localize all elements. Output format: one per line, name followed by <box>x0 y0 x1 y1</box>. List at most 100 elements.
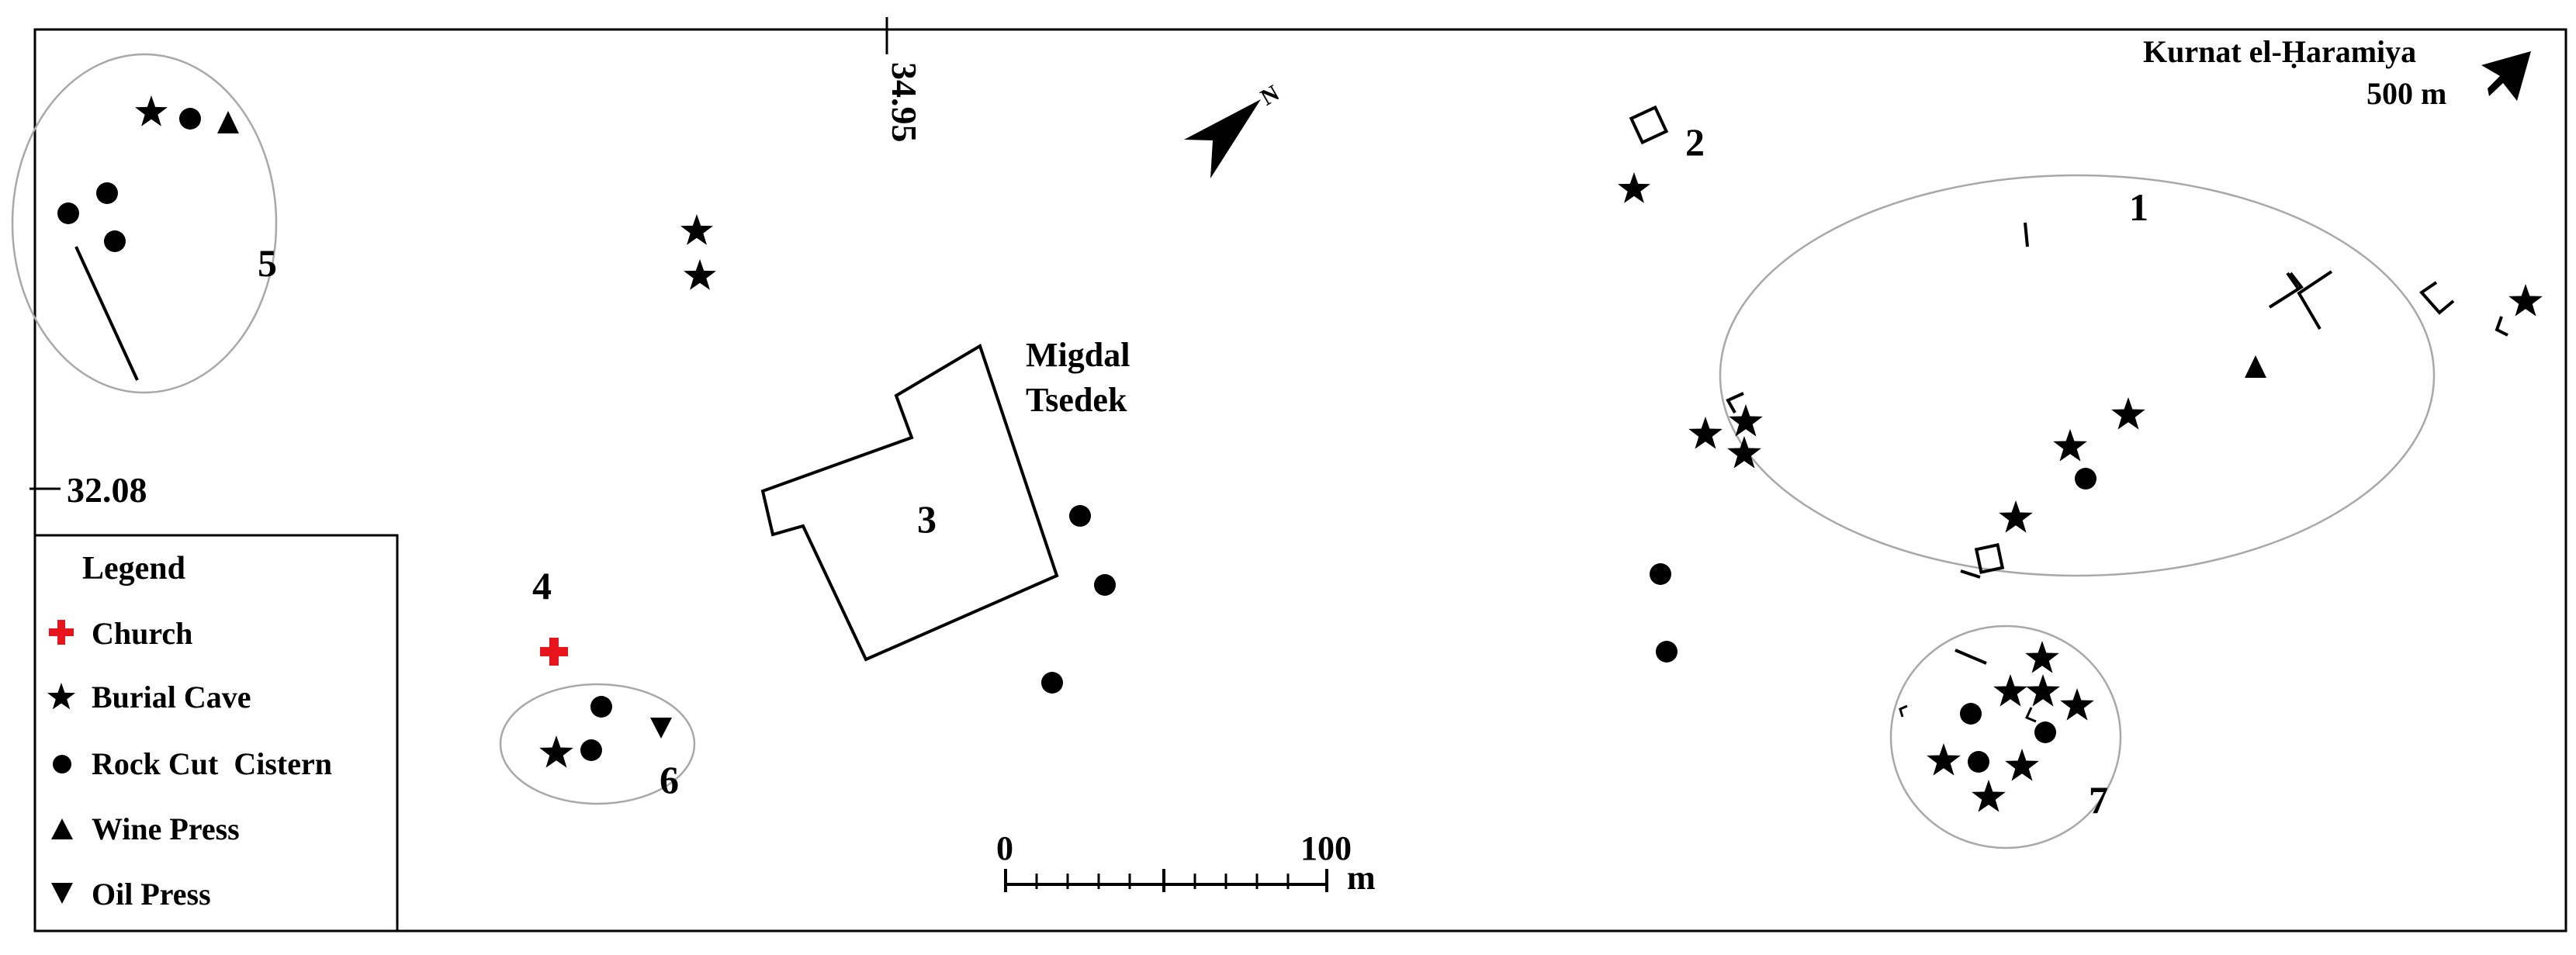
burial-cave-icon <box>2060 688 2094 721</box>
cistern-icon <box>1960 703 1982 725</box>
scale-start-label: 0 <box>996 829 1013 867</box>
offmap-site-name: Kurnat el-Ḥaramiya <box>2143 34 2416 69</box>
area-5-label: 5 <box>258 241 277 285</box>
map-frame <box>33 28 2567 933</box>
burial-cave-icon <box>684 259 716 290</box>
legend-item-oil-press: Oil Press <box>51 877 211 912</box>
area-4-label: 4 <box>532 564 552 607</box>
legend-box <box>33 534 399 933</box>
north-arrow-icon <box>1184 99 1261 178</box>
burial-cave-icon <box>1993 674 2027 707</box>
wall-corner <box>1726 392 1744 413</box>
burial-cave-icon <box>1999 500 2033 533</box>
cistern-icon <box>1094 574 1116 596</box>
legend-title: Legend <box>82 551 185 586</box>
latitude-label: 32.08 <box>67 470 147 510</box>
scale-end-label: 100 <box>1300 829 1352 867</box>
cistern-icon <box>2075 468 2096 490</box>
cistern-icon <box>96 182 118 204</box>
burial-cave-icon <box>2111 397 2145 430</box>
legend-item-church: Church <box>49 616 192 651</box>
wine-press-icon <box>2245 355 2266 378</box>
wine-press-icon <box>51 818 73 839</box>
legend-label-burial-cave: Burial Cave <box>92 680 251 715</box>
cistern-icon <box>53 755 71 773</box>
longitude-marker: 34.95 <box>885 17 924 143</box>
scale-bar: 0 100 m <box>996 829 1376 897</box>
area-7-features <box>1899 641 2094 812</box>
cistern-icon <box>590 696 612 718</box>
area-1-outline <box>1719 174 2436 577</box>
north-arrow: N <box>1184 80 1284 178</box>
migdal-label-line1: Migdal <box>1026 336 1130 374</box>
latitude-marker: 32.08 <box>29 470 147 510</box>
cistern-icon <box>1968 751 1989 773</box>
legend-label-oil-press: Oil Press <box>92 877 211 912</box>
burial-cave-icon <box>680 214 713 245</box>
offmap-reference: Kurnat el-Ḥaramiya 500 m <box>2143 34 2531 111</box>
burial-cave-icon <box>2053 429 2087 462</box>
structure-2 <box>1629 105 1669 145</box>
wall-segment <box>1960 569 1981 579</box>
burial-cave-icon <box>1927 743 1961 776</box>
cistern-icon <box>57 202 79 224</box>
cistern-icon <box>1041 672 1063 694</box>
structure-square <box>1974 543 2005 574</box>
wall-corner <box>2024 707 2037 723</box>
legend-label-church: Church <box>92 616 192 651</box>
wall-corner <box>2495 316 2508 337</box>
cistern-icon <box>1656 641 1678 663</box>
longitude-label: 34.95 <box>885 62 924 143</box>
cistern-icon <box>104 230 126 252</box>
area-1-features <box>1688 222 2543 579</box>
direction-arrow-icon <box>2481 51 2531 101</box>
cistern-icon <box>1650 563 1671 585</box>
migdal-tsedek-outline <box>760 344 1059 662</box>
wall-segment <box>2298 276 2321 329</box>
burial-cave-icon <box>2026 674 2060 707</box>
wine-press-icon <box>217 111 239 133</box>
wall-corner <box>1899 704 1908 718</box>
legend-item-burial-cave: Burial Cave <box>47 680 251 715</box>
cistern-icon <box>1069 505 1091 527</box>
area-5-outline <box>11 53 278 394</box>
migdal-label-line2: Tsedek <box>1026 381 1127 419</box>
wall-l-shape <box>2299 273 2320 275</box>
burial-cave-icon <box>2508 284 2543 317</box>
area-6-features <box>539 696 672 768</box>
area-6-outline <box>499 683 696 805</box>
wall-corner <box>2297 270 2333 330</box>
wall-corner <box>2419 281 2455 315</box>
legend-label-cistern: Rock Cut Cistern <box>92 746 332 781</box>
area-2-label: 2 <box>1685 120 1705 164</box>
legend: Legend Church Burial Cave Rock Cut Ciste… <box>33 534 399 933</box>
legend-label-wine-press: Wine Press <box>92 811 240 846</box>
area-1-label: 1 <box>2129 185 2148 229</box>
burial-cave-icon <box>1972 780 2006 812</box>
offmap-distance: 500 m <box>2367 76 2446 111</box>
church-icon <box>540 638 568 666</box>
burial-cave-icon <box>1618 172 1650 203</box>
cistern-icon <box>2034 721 2056 743</box>
area-3-label: 3 <box>917 497 937 541</box>
burial-cave-icon <box>2005 749 2039 781</box>
wall-segment <box>74 246 139 381</box>
cistern-icon <box>179 108 201 130</box>
wall-segment <box>2268 272 2304 309</box>
legend-item-wine-press: Wine Press <box>51 811 240 846</box>
area-7-label: 7 <box>2089 778 2108 822</box>
burial-cave-icon <box>1688 417 1723 449</box>
wall-building-l <box>2297 275 2325 328</box>
area-5-features <box>57 95 239 381</box>
burial-cave-icon <box>539 735 573 768</box>
oil-press-icon <box>650 718 672 739</box>
area-6-label: 6 <box>660 758 679 801</box>
oil-press-icon <box>51 883 73 904</box>
burial-cave-icon <box>135 95 168 126</box>
scale-unit-label: m <box>1347 859 1376 897</box>
burial-cave-icon <box>2025 641 2059 673</box>
legend-item-cistern: Rock Cut Cistern <box>53 746 332 781</box>
wall-segment <box>2286 272 2300 290</box>
wall-segment <box>1955 649 1987 665</box>
